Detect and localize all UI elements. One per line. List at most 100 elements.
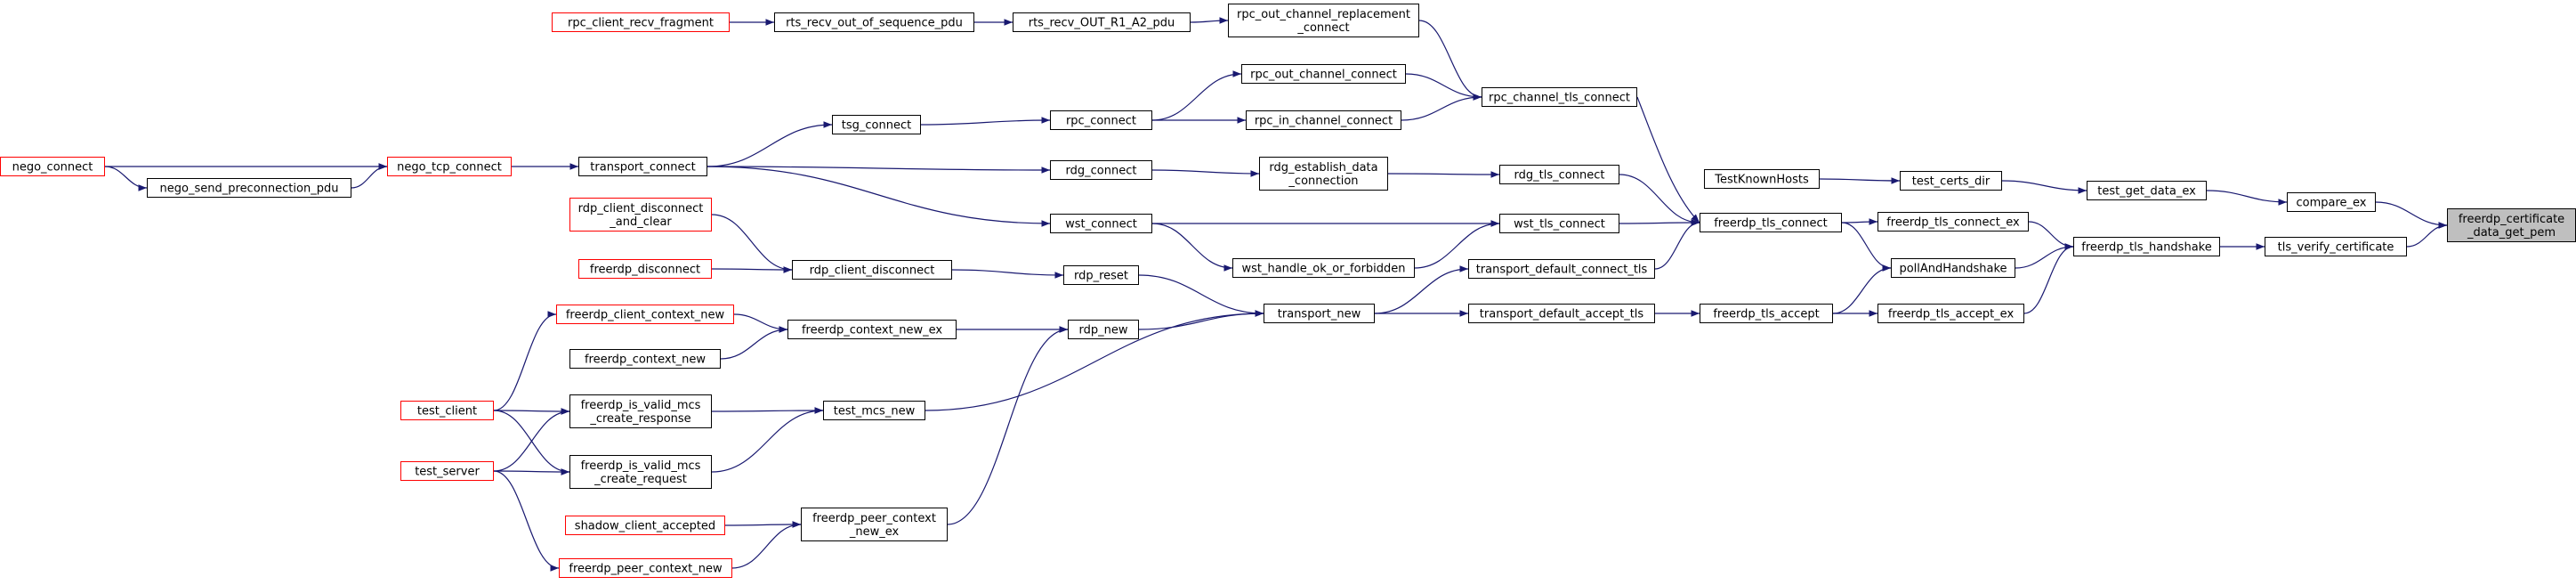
node-box — [1877, 304, 2024, 323]
node-rdp-client-disconnect-and-clear[interactable]: rdp_client_disconnect_and_clear — [569, 198, 712, 232]
node-rdg-tls-connect[interactable]: rdg_tls_connect — [1499, 165, 1619, 184]
node-freerdp-tls-handshake[interactable]: freerdp_tls_handshake — [2073, 237, 2220, 256]
node-freerdp-is-valid-mcs-create-response[interactable]: freerdp_is_valid_mcs_create_response — [569, 394, 712, 428]
node-rdg-connect[interactable]: rdg_connect — [1050, 160, 1152, 180]
edge-rdg-tls-connect-to-freerdp-tls-connect — [1619, 174, 1700, 226]
node-test-mcs-new[interactable]: test_mcs_new — [823, 401, 925, 420]
node-rdp-client-disconnect[interactable]: rdp_client_disconnect — [792, 260, 952, 280]
node-rpc-client-recv-fragment[interactable]: rpc_client_recv_fragment — [552, 12, 730, 32]
node-box — [1482, 87, 1637, 107]
node-nego-tcp-connect[interactable]: nego_tcp_connect — [387, 157, 512, 176]
node-box — [1468, 259, 1655, 279]
node-label: freerdp_client_context_new — [566, 309, 725, 322]
node-label: _data_get_pem — [2467, 226, 2556, 240]
node-label: rpc_connect — [1066, 115, 1136, 128]
node-box — [387, 157, 512, 176]
node-box — [400, 401, 494, 420]
edge-transport-default-connect-tls-to-freerdp-tls-connect — [1654, 219, 1700, 270]
node-test-server[interactable]: test_server — [400, 461, 494, 481]
edge-rdg-connect-to-rdg-establish-data-connection — [1151, 169, 1260, 177]
node-transport-default-connect-tls[interactable]: transport_default_connect_tls — [1468, 259, 1655, 279]
node-box — [1499, 165, 1619, 184]
edge-wst-connect-to-wst-handle-ok-or-forbidden — [1151, 223, 1233, 272]
edge-shadow-client-accepted-to-freerdp-peer-context-new-ex — [724, 521, 802, 528]
node-label: rdg_connect — [1066, 165, 1137, 178]
node-rpc-out-channel-replacement-connect[interactable]: rpc_out_channel_replacement_connect — [1228, 4, 1419, 37]
node-transport-default-accept-tls[interactable]: transport_default_accept_tls — [1468, 304, 1655, 323]
node-freerdp-certificate-data-get-pem[interactable]: freerdp_certificate_data_get_pem — [2447, 208, 2576, 242]
node-label: pollAndHandshake — [1899, 263, 2007, 276]
node-label: transport_connect — [590, 161, 695, 175]
node-test-certs-dir[interactable]: test_certs_dir — [1900, 171, 2002, 191]
node-label: _create_response — [589, 412, 690, 426]
node-freerdp-context-new-ex[interactable]: freerdp_context_new_ex — [787, 320, 957, 339]
node-label: test_server — [415, 466, 480, 479]
node-box — [823, 401, 925, 420]
node-freerdp-client-context-new[interactable]: freerdp_client_context_new — [556, 305, 734, 324]
node-shadow-client-accepted[interactable]: shadow_client_accepted — [565, 516, 725, 535]
edge-compare-ex-to-freerdp-certificate-data-get-pem — [2375, 201, 2448, 229]
node-pollandhandshake[interactable]: pollAndHandshake — [1891, 258, 2015, 278]
node-testknownhosts[interactable]: TestKnownHosts — [1704, 169, 1820, 189]
node-transport-connect[interactable]: transport_connect — [578, 157, 707, 176]
node-rpc-in-channel-connect[interactable]: rpc_in_channel_connect — [1246, 110, 1401, 130]
node-tsg-connect[interactable]: tsg_connect — [832, 115, 921, 134]
node-freerdp-tls-connect-ex[interactable]: freerdp_tls_connect_ex — [1877, 212, 2029, 232]
node-label: TestKnownHosts — [1714, 174, 1809, 187]
node-rdp-new[interactable]: rdp_new — [1068, 320, 1139, 339]
node-rpc-channel-tls-connect[interactable]: rpc_channel_tls_connect — [1482, 87, 1637, 107]
edge-nego-connect-to-nego-send-preconnection-pdu — [104, 166, 148, 191]
node-rpc-connect[interactable]: rpc_connect — [1050, 110, 1152, 130]
node-freerdp-tls-connect[interactable]: freerdp_tls_connect — [1700, 213, 1842, 232]
node-rts-recv-out-r1-a2-pdu[interactable]: rts_recv_OUT_R1_A2_pdu — [1013, 12, 1191, 32]
node-box — [1013, 12, 1191, 32]
node-wst-connect[interactable]: wst_connect — [1050, 214, 1152, 233]
edge-rpc-out-channel-connect-to-rpc-channel-tls-connect — [1405, 73, 1482, 101]
node-nego-connect[interactable]: nego_connect — [0, 157, 105, 176]
edge-freerdp-tls-accept-ex-to-freerdp-tls-handshake — [2023, 243, 2074, 314]
node-freerdp-is-valid-mcs-create-request[interactable]: freerdp_is_valid_mcs_create_request — [569, 455, 712, 489]
node-box — [1704, 169, 1820, 189]
node-freerdp-tls-accept[interactable]: freerdp_tls_accept — [1700, 304, 1833, 323]
node-test-client[interactable]: test_client — [400, 401, 494, 420]
node-label: rpc_out_channel_replacement — [1237, 8, 1410, 21]
node-label: tls_verify_certificate — [2278, 241, 2394, 255]
edge-freerdp-context-new-to-freerdp-context-new-ex — [720, 326, 788, 360]
node-box — [578, 157, 707, 176]
node-box — [1700, 304, 1833, 323]
edge-rpc-connect-to-rpc-out-channel-connect — [1151, 70, 1242, 121]
node-rts-recv-out-of-sequence-pdu[interactable]: rts_recv_out_of_sequence_pdu — [774, 12, 974, 32]
node-box — [2287, 192, 2376, 212]
node-wst-tls-connect[interactable]: wst_tls_connect — [1499, 214, 1619, 233]
node-box — [559, 558, 732, 578]
node-nego-send-preconnection-pdu[interactable]: nego_send_preconnection_pdu — [147, 178, 351, 198]
node-test-get-data-ex[interactable]: test_get_data_ex — [2087, 181, 2207, 200]
edge-rts-recv-out-r1-a2-pdu-to-rpc-out-channel-replacement-connect — [1190, 17, 1229, 24]
node-freerdp-peer-context-new[interactable]: freerdp_peer_context_new — [559, 558, 732, 578]
node-compare-ex[interactable]: compare_ex — [2287, 192, 2376, 212]
node-freerdp-disconnect[interactable]: freerdp_disconnect — [578, 259, 712, 279]
edge-test-server-to-freerdp-peer-context-new — [493, 470, 560, 572]
node-label: rdp_reset — [1074, 270, 1128, 283]
node-rdp-reset[interactable]: rdp_reset — [1063, 265, 1139, 285]
node-label: rdp_client_disconnect — [810, 264, 935, 278]
edge-freerdp-tls-accept-to-pollandhandshake — [1832, 264, 1892, 314]
node-freerdp-tls-accept-ex[interactable]: freerdp_tls_accept_ex — [1877, 304, 2024, 323]
node-rdg-establish-data-connection[interactable]: rdg_establish_data_connection — [1259, 157, 1388, 191]
node-freerdp-context-new[interactable]: freerdp_context_new — [569, 349, 721, 369]
edge-transport-connect-to-rdg-connect — [707, 166, 1051, 174]
edge-test-get-data-ex-to-compare-ex — [2206, 190, 2288, 206]
node-label: test_mcs_new — [834, 405, 916, 418]
node-rpc-out-channel-connect[interactable]: rpc_out_channel_connect — [1241, 64, 1406, 84]
node-transport-new[interactable]: transport_new — [1264, 304, 1375, 323]
node-tls-verify-certificate[interactable]: tls_verify_certificate — [2265, 237, 2407, 256]
node-label: test_client — [417, 405, 477, 418]
node-freerdp-peer-context-new-ex[interactable]: freerdp_peer_context_new_ex — [801, 508, 948, 541]
node-box — [552, 12, 730, 32]
node-box — [569, 394, 712, 428]
node-box — [1063, 265, 1139, 285]
node-wst-handle-ok-or-forbidden[interactable]: wst_handle_ok_or_forbidden — [1232, 258, 1415, 278]
node-box — [1468, 304, 1655, 323]
edge-wst-handle-ok-or-forbidden-to-wst-tls-connect — [1414, 220, 1500, 269]
